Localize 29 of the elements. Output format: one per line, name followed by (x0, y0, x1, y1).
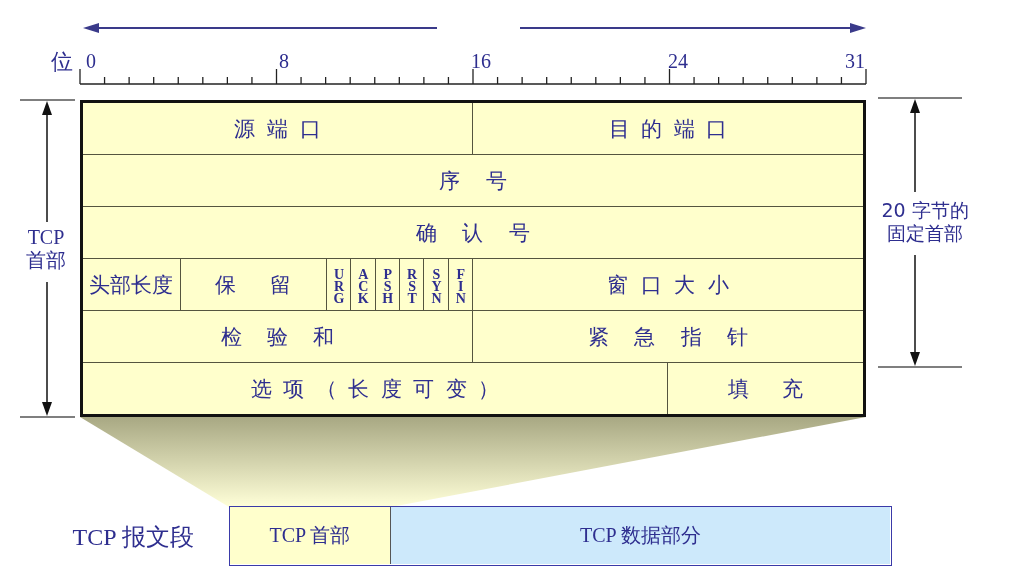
field-cell: 填充 (668, 363, 863, 414)
flag-cell: URG (326, 259, 352, 311)
field-cell: 序号 (83, 155, 863, 207)
unit-label: 位 (51, 50, 73, 73)
header-box: TCP 首部 (230, 507, 391, 564)
data-box: TCP 数据部分 (391, 507, 890, 564)
flag-cell: PSH (375, 259, 400, 311)
field-cell: 选项（长度可变） (83, 363, 668, 414)
flag-cell: ACK (351, 259, 376, 311)
scale-number: 0 (86, 50, 96, 73)
scale-number: 24 (668, 50, 688, 73)
field-cell: 头部长度 (83, 259, 181, 311)
field-cell: 目的端口 (473, 103, 863, 155)
field-cell: 检验和 (83, 311, 473, 363)
scale-number: 31 (845, 50, 865, 73)
flag-cell: RST (399, 259, 425, 311)
field-cell: 保留 (180, 259, 327, 311)
field-cell: 紧急指针 (473, 311, 863, 363)
flag-cell: SYN (424, 259, 449, 311)
scale-number: 8 (279, 50, 289, 73)
field-cell: 确认号 (83, 207, 863, 259)
field-cell: 源端口 (83, 103, 473, 155)
dimension-label: 20 字节的固定首部 (880, 199, 970, 245)
dimension-label: TCP 首部 (25, 226, 67, 272)
field-cell: 窗口大小 (473, 259, 863, 311)
segment-title: TCP 报文段 (72, 522, 194, 551)
flag-cell: FIN (448, 259, 473, 311)
scale-number: 16 (471, 50, 491, 73)
header-table (80, 100, 866, 417)
